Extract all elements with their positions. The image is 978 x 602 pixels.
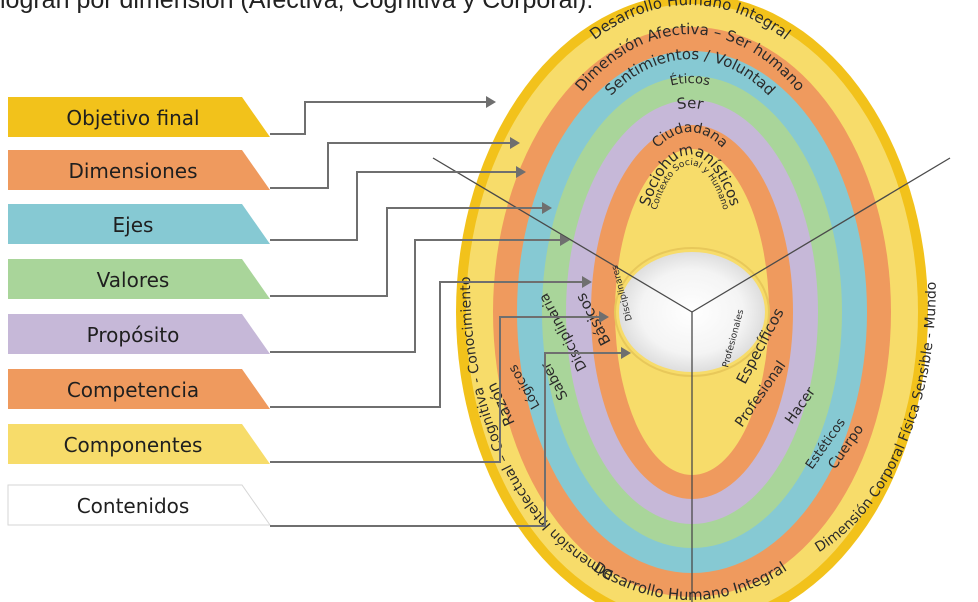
connector-contenidos: [270, 352, 627, 527]
connector-lines: [270, 101, 627, 527]
arrowhead-icon: [542, 202, 552, 214]
tab-proposito: Propósito: [8, 314, 270, 354]
svg-text:Ser: Ser: [676, 94, 706, 114]
tab-label-componentes: Componentes: [64, 433, 203, 457]
connector-objetivo-final: [270, 101, 492, 135]
connector-competencia: [270, 281, 588, 408]
tab-contenidos: Contenidos: [7, 484, 271, 526]
connector-dimensiones: [270, 142, 516, 189]
connector-valores: [270, 207, 548, 297]
tab-label-valores: Valores: [97, 268, 170, 292]
arrowhead-icon: [582, 276, 592, 288]
connector-ejes: [270, 171, 522, 241]
connector-proposito: [270, 239, 566, 353]
arrowhead-icon: [486, 96, 496, 108]
arrowhead-icon: [510, 137, 520, 149]
connector-componentes: [270, 316, 605, 463]
tab-componentes: Componentes: [8, 424, 270, 464]
tab-label-dimensiones: Dimensiones: [68, 159, 197, 183]
ring-label-ser: Ser: [676, 94, 706, 114]
tab-label-contenidos: Contenidos: [77, 494, 190, 518]
tab-valores: Valores: [8, 259, 270, 299]
tab-ejes: Ejes: [8, 204, 270, 244]
legend-tabs: Objetivo final Dimensiones Ejes Valores …: [7, 97, 271, 526]
tab-label-competencia: Competencia: [67, 378, 199, 402]
tab-label-proposito: Propósito: [87, 323, 180, 347]
tab-dimensiones: Dimensiones: [8, 150, 270, 190]
arrowhead-icon: [516, 166, 526, 178]
divider-right: [691, 157, 951, 313]
tab-competencia: Competencia: [8, 369, 270, 409]
tab-label-objetivo-final: Objetivo final: [66, 106, 199, 130]
ring-label-eticos: Éticos: [668, 72, 711, 90]
arrowhead-icon: [621, 347, 631, 359]
sector-dividers: [432, 157, 951, 602]
connector-arrowheads: [486, 96, 631, 359]
tab-objetivo-final: Objetivo final: [8, 97, 270, 137]
tab-label-ejes: Ejes: [113, 213, 154, 237]
arrowhead-icon: [560, 234, 570, 246]
divider-left: [432, 157, 693, 313]
svg-text:Éticos: Éticos: [668, 72, 711, 90]
caption-text: logran por dimensión (Afectiva, Cognitiv…: [0, 0, 594, 14]
arrowhead-icon: [599, 311, 609, 323]
